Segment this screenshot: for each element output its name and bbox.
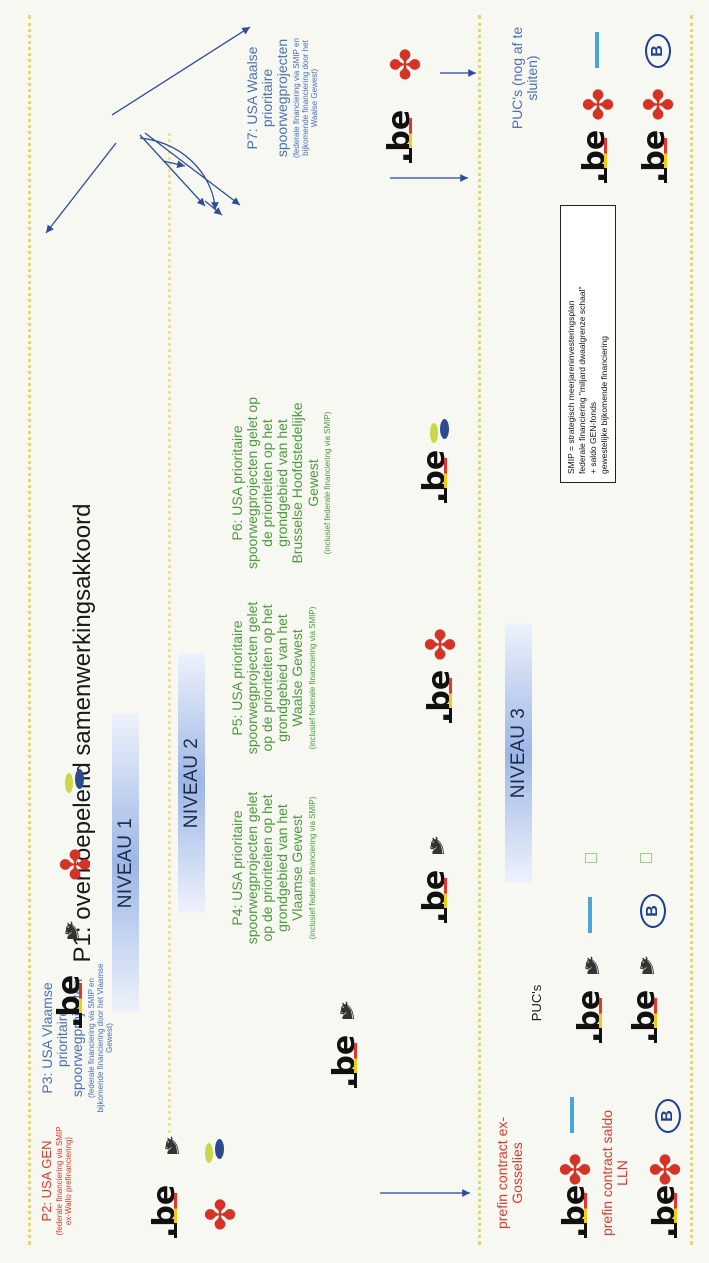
arrow-p1-p4 [139,134,206,207]
walloon-rooster-icon: ✤ [58,844,92,889]
p7-note: (federale financiering via SMIP en bijko… [292,38,319,158]
pucr2-walloon-rooster-icon: ✤ [641,84,675,129]
legend-item-3: gewestelijke bijkomende financiering [599,336,610,474]
p5-block: P5: USA prioritaire spoorwegprojecten ge… [229,593,317,763]
p2-brussels-iris-icon [205,1135,227,1163]
p2-block: P2: USA GEN (federale financiering via S… [39,1121,73,1241]
legend-item-2: + saldo GEN-fonds [588,401,599,474]
brussels-iris-icon [65,765,87,793]
pucs-right-label: PUC's (nog af te sluiten) [509,26,541,130]
arrow-niveau1-niveau2 [162,160,186,169]
p6-brussels-iris-icon [430,415,452,443]
puc1-flemish-lion-icon: ♞ [581,953,603,981]
p5-walloon-rooster-icon: ✤ [423,624,457,669]
puc1-be-logo: .be [572,989,607,1043]
p5-title: P5: USA prioritaire spoorwegprojecten ge… [229,601,306,755]
pucr-infrabel-logo [595,32,599,68]
arrow-p1-p2 [45,142,117,234]
legend-box: SMIP = strategisch meerjareninvesterings… [560,205,617,483]
arrow-p1-p7 [111,26,251,116]
p2-title: P2: USA GEN [39,1140,54,1222]
niveau2-bar: NIVEAU 2 [178,653,205,913]
p4-be-logo: .be [417,869,452,923]
p6-be-logo: .be [417,449,452,503]
niveau3-label: NIVEAU 3 [507,707,529,799]
p2-be-logo: .be [147,1184,182,1238]
pucr-nmbs-b-logo: B [645,34,671,68]
puc2-flemish-lion-icon: ♞ [636,953,658,981]
p4-flemish-lion-icon: ♞ [426,833,448,861]
arrow-p1-p6 [144,132,241,206]
prefin1-walloon-rooster-icon: ✤ [558,1149,592,1194]
p5-be-logo: .be [422,669,457,723]
be-logo: .be [52,974,87,1028]
p3-be-logo: .be [327,1034,362,1088]
pucr1-be-logo: .be [577,129,612,183]
p4-block: P4: USA prioritaire spoorwegprojecten ge… [229,783,317,953]
puc-nmbs-b-logo: B [640,894,666,928]
p6-block: P6: USA prioritaire spoorwegprojecten ge… [229,393,332,573]
prefin1-infrabel-logo [570,1097,574,1133]
flemish-lion-icon: ♞ [61,918,83,946]
prefin2-nmbs-b-logo: B [655,1099,681,1133]
puc-infrabel-logo [588,897,592,933]
pucs-left-label: PUC's [529,984,544,1022]
prefin-lln-label: prefin contract saldo LLN [599,1109,631,1237]
p6-note: (inclusief federale financiering via SMI… [322,411,332,555]
niveau3-bar: NIVEAU 3 [505,623,532,883]
p4-note: (inclusief federale financiering via SMI… [307,796,317,940]
p6-title: P6: USA prioritaire spoorwegprojecten ge… [229,397,321,570]
p4-title: P4: USA prioritaire spoorwegprojecten ge… [229,791,306,945]
p2-note: (federale financiering via SMIP ex-Wallo… [55,1126,73,1236]
niveau1-label: NIVEAU 1 [114,817,136,909]
arrow-niveau2-p5 [204,200,223,216]
p7-block: P7: USA Waalse prioritaire spoorwegproje… [244,33,319,163]
prefin2-walloon-rooster-icon: ✤ [648,1149,682,1194]
pucr2-be-logo: .be [637,129,672,183]
p7-title: P7: USA Waalse prioritaire spoorwegproje… [244,38,291,158]
p7-walloon-rooster-icon: ✤ [388,44,422,89]
puc-green-tag-1 [585,853,597,863]
p3-flemish-lion-icon: ♞ [336,998,358,1026]
niveau2-label: NIVEAU 2 [180,737,202,829]
p3-note: (federale financiering via SMIP en bijko… [87,963,114,1113]
puc-green-tag-2 [640,853,652,863]
p2-flemish-lion-icon: ♞ [161,1133,183,1161]
legend-item-1: federale financiering "miljard dwaalgren… [577,286,588,474]
p2-walloon-rooster-icon: ✤ [203,1194,237,1239]
pucr1-walloon-rooster-icon: ✤ [581,84,615,129]
p5-note: (inclusief federale financiering via SMI… [307,606,317,750]
niveau1-bar: NIVEAU 1 [112,713,139,1013]
prefin-gosselies-label: prefin contract ex-Gosselies [494,1116,526,1230]
p7-be-logo: .be [382,109,417,163]
arrow-p1-p3 [139,137,219,211]
puc2-be-logo: .be [627,989,662,1043]
legend-title: SMIP = strategisch meerjareninvesterings… [566,300,576,474]
